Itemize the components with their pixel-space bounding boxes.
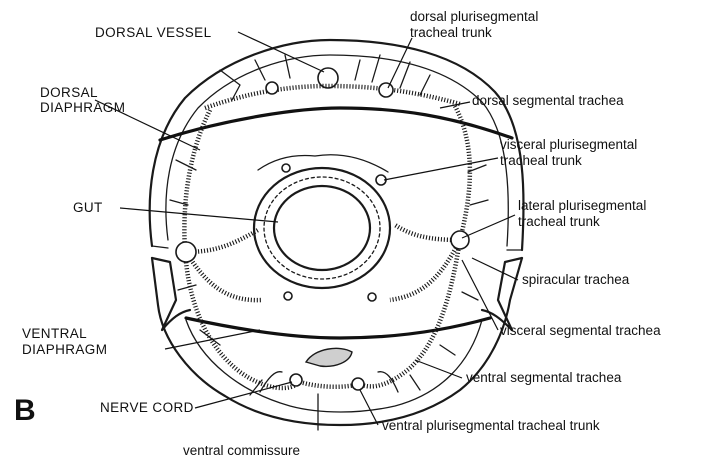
label-dorsal-plurisegmental-line2: tracheal trunk — [410, 25, 492, 40]
label-visceral-segmental: visceral segmental trachea — [500, 323, 661, 338]
label-dorsal-plurisegmental-line1: dorsal plurisegmental — [410, 9, 538, 24]
label-ventral-plurisegmental: ventral plurisegmental tracheal trunk — [382, 418, 600, 433]
label-spiracular: spiracular trachea — [522, 272, 630, 287]
panel-letter: B — [14, 394, 36, 427]
tracheal-system — [184, 86, 470, 388]
label-lateral-plurisegmental-line2: tracheal trunk — [518, 214, 600, 229]
label-ventral-diaphragm-line2: DIAPHRAGM — [22, 342, 107, 357]
label-ventral-diaphragm-line1: VENTRAL — [22, 326, 87, 341]
label-visceral-plurisegmental-line2: tracheal trunk — [500, 153, 582, 168]
label-dorsal-vessel: DORSAL VESSEL — [95, 25, 212, 40]
label-dorsal-segmental: dorsal segmental trachea — [472, 93, 624, 108]
label-dorsal-diaphragm-line1: DORSAL — [40, 85, 98, 100]
tracheal-nodes — [176, 82, 469, 390]
nerve-cord-shape — [306, 348, 352, 366]
dorsal-diaphragm — [160, 108, 512, 140]
label-nerve-cord: NERVE CORD — [100, 400, 194, 415]
body-wall — [150, 40, 524, 425]
label-dorsal-diaphragm-line2: DIAPHRAGM — [40, 100, 125, 115]
label-visceral-plurisegmental-line1: visceral plurisegmental — [500, 137, 637, 152]
ventral-diaphragm — [186, 318, 490, 338]
label-ventral-segmental: ventral segmental trachea — [466, 370, 622, 385]
label-lateral-plurisegmental-line1: lateral plurisegmental — [518, 198, 646, 213]
leader-lines — [95, 32, 518, 425]
label-ventral-commissure: ventral commissure — [183, 443, 300, 458]
label-gut: GUT — [73, 200, 103, 215]
diaphragms — [160, 108, 512, 338]
